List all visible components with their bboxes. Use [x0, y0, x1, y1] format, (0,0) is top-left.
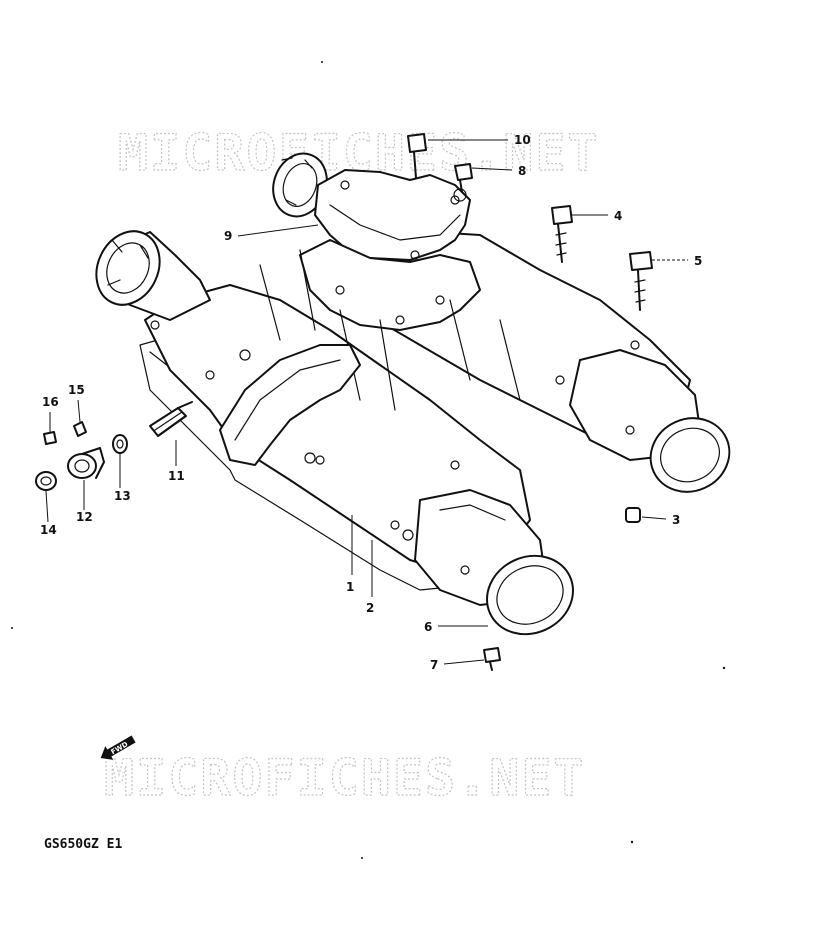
- callout-9: 9: [224, 229, 232, 243]
- part-12-plug: [67, 447, 105, 479]
- part-15-clip: [73, 421, 87, 437]
- model-code-label: GS650GZ E1: [44, 837, 122, 852]
- leader-lines: [45, 139, 688, 665]
- callout-8: 8: [518, 164, 526, 178]
- callout-3: 3: [672, 513, 680, 527]
- left-cam-end-cap: [95, 230, 161, 306]
- callout-7: 7: [430, 658, 438, 672]
- dowel-pin-3: [625, 507, 641, 523]
- callout-12: 12: [76, 510, 93, 524]
- part-14-cap: [35, 471, 57, 491]
- breather-fitting-8: [454, 163, 473, 193]
- bolt-4: [551, 205, 573, 263]
- callout-1: 1: [346, 580, 354, 594]
- callout-13: 13: [114, 489, 131, 503]
- scan-specks: [11, 61, 726, 859]
- front-left-cover-section: [219, 344, 361, 466]
- part-16-screw: [43, 431, 57, 445]
- part-13-washer: [112, 434, 128, 454]
- callout-11: 11: [168, 469, 185, 483]
- oil-pressure-switch-11: [149, 401, 193, 437]
- callout-5: 5: [694, 254, 702, 268]
- cover-cross-frame: [299, 239, 481, 331]
- watermark-bottom: MICROFICHES.NET: [104, 749, 586, 807]
- bolt-5: [629, 251, 653, 311]
- breather-cover: [314, 169, 471, 261]
- callout-4: 4: [614, 209, 622, 223]
- bolt-holes: [150, 320, 640, 575]
- callout-14: 14: [40, 523, 57, 537]
- callout-15: 15: [68, 383, 85, 397]
- callout-6: 6: [424, 620, 432, 634]
- screw-7: [483, 647, 501, 671]
- callouts: 10 8 9 4 5 3 6 7 1 2 11 12 13 14 15 16: [40, 133, 702, 672]
- callout-10: 10: [514, 133, 531, 147]
- callout-16: 16: [42, 395, 59, 409]
- callout-2: 2: [366, 601, 374, 615]
- cylinder-head-cover-assembly: [35, 133, 731, 671]
- bolt-10: [407, 133, 427, 179]
